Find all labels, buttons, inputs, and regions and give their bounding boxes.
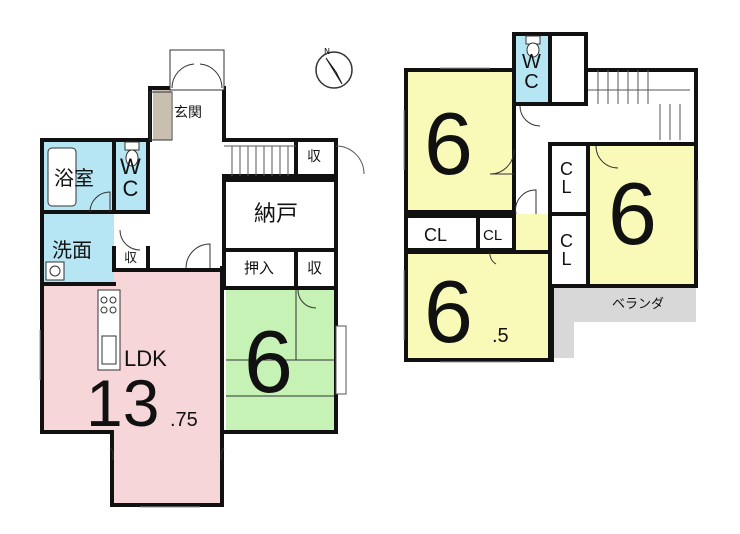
ldk-size: 13	[86, 366, 160, 440]
closet-v1-l: L	[561, 177, 572, 197]
compass	[315, 51, 353, 89]
japanese-room-size: 6	[244, 312, 293, 411]
windows-floor-2	[403, 67, 699, 363]
room-sw-fill	[406, 252, 550, 358]
room-nw-fill	[406, 70, 514, 212]
wc-label-floor-1: W C	[120, 156, 141, 200]
wc-c: C	[122, 176, 139, 201]
closet-vertical-2: C L	[560, 232, 573, 268]
wc2-c: C	[524, 71, 539, 93]
room-sw-size: 6	[424, 262, 473, 361]
storage-label-mid: 収	[307, 259, 323, 277]
oshiire-label: 押入	[244, 259, 275, 277]
entrance-label: 玄関	[174, 105, 202, 121]
room-e-size: 6	[608, 164, 657, 263]
closet-v1-c: C	[560, 159, 573, 179]
storage-label-top: 収	[307, 149, 321, 165]
floor-2	[403, 32, 699, 363]
wc-label-floor-2: W C	[522, 52, 541, 92]
doors-floor-1	[89, 191, 317, 461]
balcony-side-fill	[552, 286, 574, 358]
wc2-w: W	[522, 51, 541, 73]
storage-label-small: 収	[124, 251, 138, 266]
windows-floor-1	[39, 325, 347, 508]
room-sw-decimal: .5	[492, 325, 509, 347]
wc-w: W	[120, 154, 141, 179]
closet-wide-label: CL	[424, 225, 448, 245]
kitchen-counter	[97, 289, 121, 371]
floor-1	[39, 49, 365, 508]
stairs-floor-1	[224, 145, 365, 176]
balcony-fill	[552, 286, 696, 322]
closet-small-label: CL	[483, 227, 503, 244]
ldk-fill	[42, 270, 222, 430]
compass-north-label: N	[324, 47, 330, 56]
doors-floor-2	[489, 105, 619, 265]
closet-room-label: 納戸	[254, 202, 299, 227]
room-sw-top-fill	[514, 214, 550, 254]
balcony-label: ベランダ	[612, 297, 665, 312]
toilet-1	[124, 141, 140, 167]
bath-label: 浴室	[54, 166, 94, 190]
room-e-fill	[588, 144, 694, 284]
toilet-2	[525, 35, 541, 58]
entrance-fill	[153, 90, 171, 140]
entrance-door	[149, 49, 225, 141]
bathtub	[47, 147, 77, 207]
washroom-label: 洗面	[52, 238, 92, 262]
closet-v2-l: L	[561, 249, 572, 269]
ldk-label: LDK	[124, 346, 167, 371]
ldk-extension-fill	[112, 425, 222, 503]
washbasin	[45, 261, 65, 281]
walls-floor-2	[404, 32, 698, 362]
tatami-lines	[226, 288, 334, 397]
stairs-floor-2	[588, 70, 690, 140]
room-nw-size: 6	[424, 94, 473, 193]
closet-vertical-1: C L	[560, 160, 573, 196]
ldk-size-decimal: .75	[170, 409, 198, 431]
closet-v2-c: C	[560, 231, 573, 251]
